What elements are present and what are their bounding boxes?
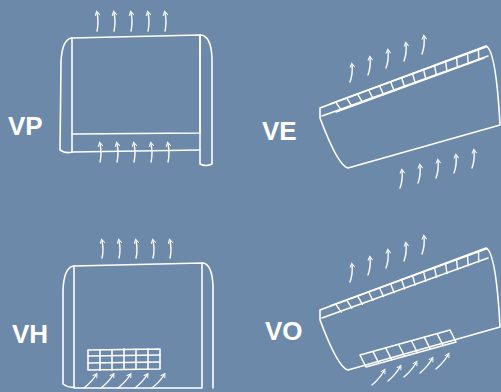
airflow-arrow: [101, 375, 113, 388]
airflow-arrow: [148, 13, 149, 31]
grille-slat: [478, 49, 480, 60]
vp-unit: [60, 35, 212, 166]
grille-slat: [446, 263, 448, 273]
grille-slat: [424, 271, 426, 281]
airflow-arrow: [420, 359, 432, 373]
grille-slat: [413, 73, 416, 83]
airflow-arrow: [102, 241, 103, 258]
airflow-arrow: [368, 258, 370, 275]
grille-slat: [478, 251, 480, 262]
grille-slat: [457, 259, 458, 269]
airflow-arrow: [119, 241, 120, 258]
airflow-arrow: [404, 244, 406, 261]
airflow-arrow: [404, 44, 406, 61]
grille-slat: [424, 337, 430, 349]
airflow-arrow: [372, 371, 384, 385]
airflow-arrow: [84, 375, 96, 388]
airflow-arrow: [422, 237, 424, 254]
airflow-arrow: [165, 13, 166, 31]
grille-slat: [402, 280, 405, 289]
airflow-arrow: [117, 144, 118, 162]
grille-slat: [380, 86, 384, 95]
airflow-arrow: [100, 144, 101, 162]
model-label: VH: [12, 321, 48, 347]
grille-slat: [399, 344, 405, 356]
airflow-arrow: [151, 144, 152, 162]
airflow-arrow: [454, 156, 456, 173]
grille-slat: [413, 275, 416, 285]
grille-slat: [467, 255, 469, 266]
grille-slat: [358, 296, 363, 305]
airflow-arrow: [168, 144, 169, 162]
airflow-arrow: [153, 241, 154, 258]
airflow-arrow: [114, 13, 115, 31]
airflow-arrow: [422, 37, 424, 54]
airflow-arrow: [350, 265, 352, 282]
grille-slat: [369, 90, 374, 99]
model-label: VE: [262, 118, 297, 144]
grille-slat: [402, 78, 405, 87]
grille-slat: [446, 61, 448, 71]
grille-slat: [411, 341, 417, 353]
airflow-arrow: [388, 367, 400, 381]
airflow-arrow: [170, 241, 171, 258]
grille-slat: [336, 102, 342, 110]
airflow-arrow: [134, 144, 135, 162]
grille-slat: [347, 98, 352, 106]
airflow-arrow: [136, 241, 137, 258]
grille-slat: [424, 69, 426, 79]
vo-unit: [320, 248, 500, 370]
airflow-arrow: [404, 363, 416, 377]
airflow-arrow: [368, 58, 370, 75]
airflow-arrow: [386, 51, 388, 68]
grille-slat: [347, 300, 352, 308]
grille-slat: [373, 351, 379, 363]
airflow-arrow: [472, 151, 474, 168]
grille-slat: [437, 334, 443, 346]
airflow-arrow: [131, 13, 132, 31]
grille-slat: [457, 57, 458, 67]
airflow-arrow: [436, 161, 438, 178]
airflow-arrow: [152, 375, 164, 388]
grille-slat: [386, 348, 392, 360]
ve-unit: [320, 46, 500, 168]
grille-slat: [391, 284, 395, 293]
airflow-arrow: [135, 375, 147, 388]
grille-slat: [369, 292, 374, 301]
grille-slat: [435, 267, 437, 277]
airflow-arrow: [350, 65, 352, 82]
airflow-arrow: [97, 13, 98, 31]
airflow-arrow: [400, 171, 402, 188]
airflow-arrow: [386, 251, 388, 268]
grille-slat: [380, 288, 384, 297]
airflow-arrow: [118, 375, 130, 388]
model-label: VP: [8, 113, 43, 139]
grille-slat: [435, 65, 437, 75]
grille-slat: [391, 82, 395, 91]
grille-slat: [336, 304, 342, 312]
model-label: VO: [265, 318, 303, 344]
grille-slat: [467, 53, 469, 64]
grille-slat: [358, 94, 363, 103]
airflow-arrow: [436, 355, 448, 369]
airflow-arrow: [418, 166, 420, 183]
vh-unit: [63, 263, 213, 388]
